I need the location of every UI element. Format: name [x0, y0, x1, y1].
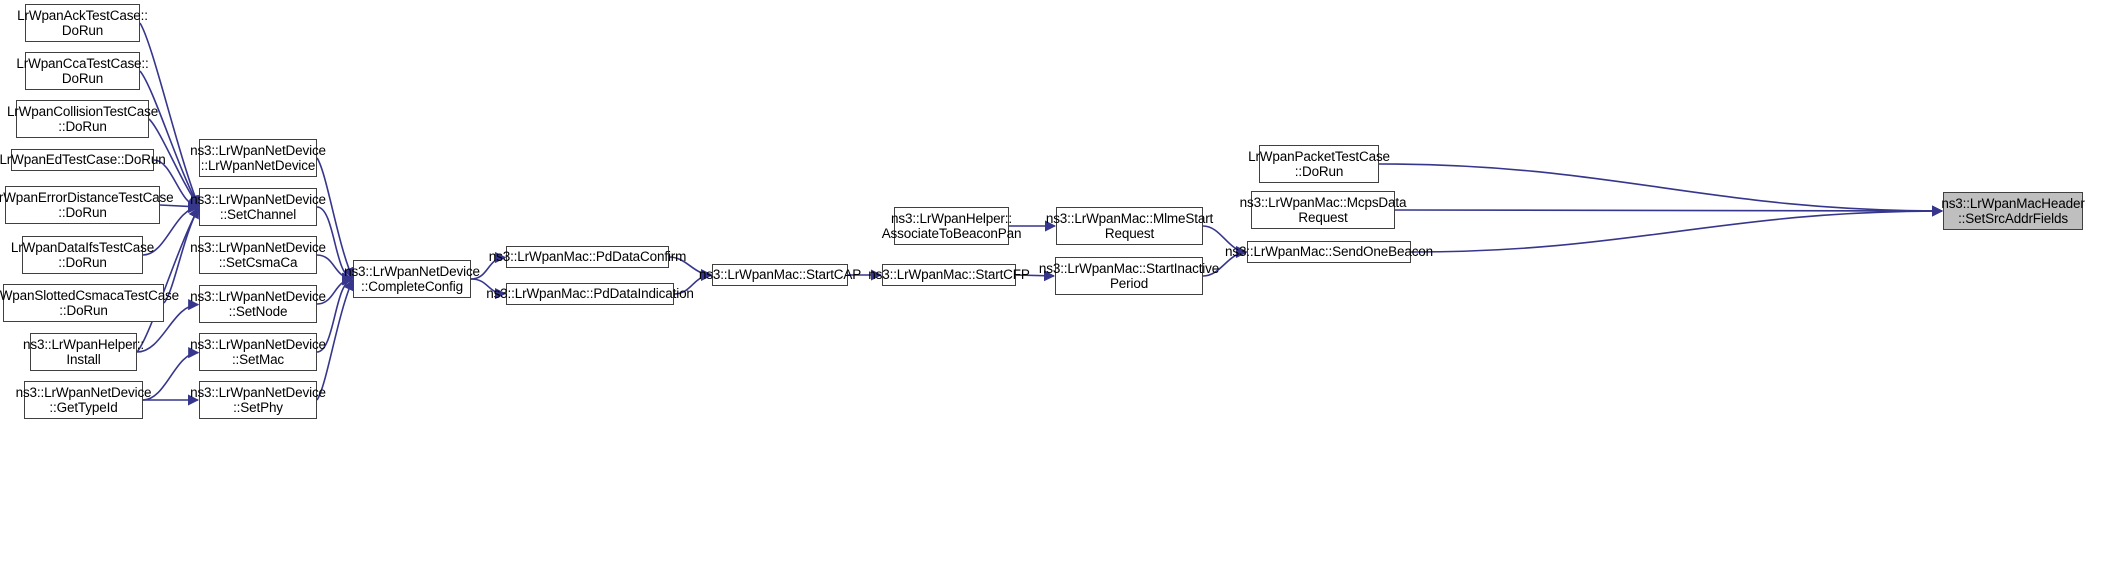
- graph-node-target[interactable]: ns3::LrWpanMacHeader ::SetSrcAddrFields: [1941, 192, 2085, 230]
- graph-edge-install-to-setchannel: [136, 206, 200, 353]
- graph-node-complete[interactable]: ns3::LrWpanNetDevice ::CompleteConfig: [344, 260, 480, 298]
- graph-edge-packettest-to-target: [1378, 163, 1944, 217]
- graph-node-lrwpannd[interactable]: ns3::LrWpanNetDevice ::LrWpanNetDevice: [190, 139, 326, 177]
- graph-node-startinact[interactable]: ns3::LrWpanMac::StartInactive Period: [1039, 257, 1219, 295]
- graph-node-errordist[interactable]: LrWpanErrorDistanceTestCase ::DoRun: [0, 186, 174, 224]
- graph-node-slotted[interactable]: LrWpanSlottedCsmacaTestCase ::DoRun: [0, 284, 179, 322]
- graph-node-associate[interactable]: ns3::LrWpanHelper:: AssociateToBeaconPan: [882, 207, 1021, 245]
- graph-node-dataifs[interactable]: LrWpanDataIfsTestCase ::DoRun: [11, 236, 154, 274]
- graph-node-ed[interactable]: LrWpanEdTestCase::DoRun: [0, 149, 166, 171]
- graph-node-mlmestart[interactable]: ns3::LrWpanMac::MlmeStart Request: [1046, 207, 1213, 245]
- graph-node-collision[interactable]: LrWpanCollisionTestCase ::DoRun: [7, 100, 158, 138]
- graph-node-startcfp[interactable]: ns3::LrWpanMac::StartCFP: [868, 264, 1030, 286]
- graph-node-install[interactable]: ns3::LrWpanHelper:: Install: [23, 333, 144, 371]
- graph-node-packettest[interactable]: LrWpanPacketTestCase ::DoRun: [1248, 145, 1390, 183]
- graph-node-setcsmaca[interactable]: ns3::LrWpanNetDevice ::SetCsmaCa: [190, 236, 326, 274]
- graph-node-setchannel[interactable]: ns3::LrWpanNetDevice ::SetChannel: [190, 188, 326, 226]
- graph-edge-mcpsdata-to-target: [1394, 205, 1944, 217]
- graph-node-gettypeid[interactable]: ns3::LrWpanNetDevice ::GetTypeId: [16, 381, 152, 419]
- graph-node-startcap[interactable]: ns3::LrWpanMac::StartCAP: [699, 264, 861, 286]
- graph-node-ack[interactable]: LrWpanAckTestCase:: DoRun: [17, 4, 148, 42]
- graph-node-cca[interactable]: LrWpanCcaTestCase:: DoRun: [16, 52, 149, 90]
- graph-edge-sendbeacon-to-target: [1410, 205, 1944, 253]
- graph-node-pdind[interactable]: ns3::LrWpanMac::PdDataIndication: [486, 283, 694, 305]
- graph-node-sendbeacon[interactable]: ns3::LrWpanMac::SendOneBeacon: [1225, 241, 1433, 263]
- graph-node-mcpsdata[interactable]: ns3::LrWpanMac::McpsData Request: [1240, 191, 1407, 229]
- graph-node-setnode[interactable]: ns3::LrWpanNetDevice ::SetNode: [190, 285, 326, 323]
- graph-node-setmac[interactable]: ns3::LrWpanNetDevice ::SetMac: [190, 333, 326, 371]
- graph-node-pdconf[interactable]: ns3::LrWpanMac::PdDataConfirm: [489, 246, 686, 268]
- graph-node-setphy[interactable]: ns3::LrWpanNetDevice ::SetPhy: [190, 381, 326, 419]
